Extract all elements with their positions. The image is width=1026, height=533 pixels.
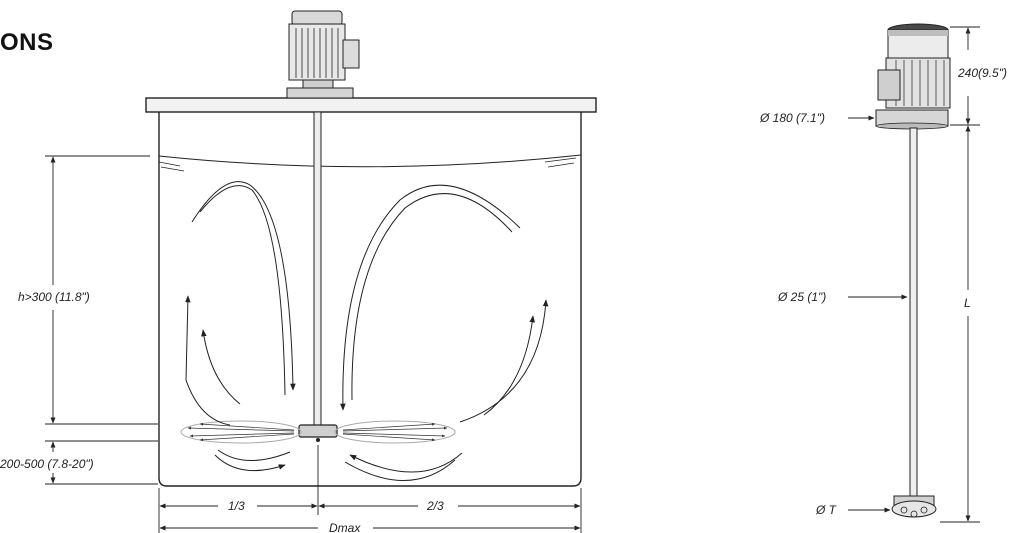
tank-dimensions bbox=[45, 155, 582, 533]
tank-diameter-label: Dmax bbox=[329, 521, 361, 533]
impeller-diameter-label: Ø T bbox=[815, 503, 838, 517]
liquid-height-label: h>300 (11.8") bbox=[18, 290, 90, 304]
offset-left-label: 1/3 bbox=[228, 499, 245, 513]
motor-height-label: 240(9.5") bbox=[957, 66, 1007, 80]
shaft-length-label: L bbox=[964, 296, 971, 310]
impeller-hub bbox=[298, 424, 338, 438]
mixer-dimensions bbox=[848, 26, 980, 523]
flange-diameter-label: Ø 180 (7.1") bbox=[759, 111, 825, 125]
tank-shaft bbox=[313, 111, 322, 429]
shaft-diameter-label: Ø 25 (1") bbox=[777, 290, 826, 304]
page-title: ONS bbox=[0, 29, 54, 56]
tank-wall bbox=[158, 112, 582, 487]
impeller-clearance-label: 200-500 (7.8-20") bbox=[0, 457, 94, 471]
impeller-blades bbox=[180, 420, 456, 444]
mixer-unit bbox=[875, 23, 951, 518]
liquid-surface bbox=[158, 154, 582, 168]
flow-arrows bbox=[185, 181, 549, 481]
tank-motor bbox=[286, 10, 360, 99]
offset-right-label: 2/3 bbox=[426, 499, 444, 513]
tank bbox=[145, 97, 597, 487]
tank-lid bbox=[145, 97, 597, 113]
